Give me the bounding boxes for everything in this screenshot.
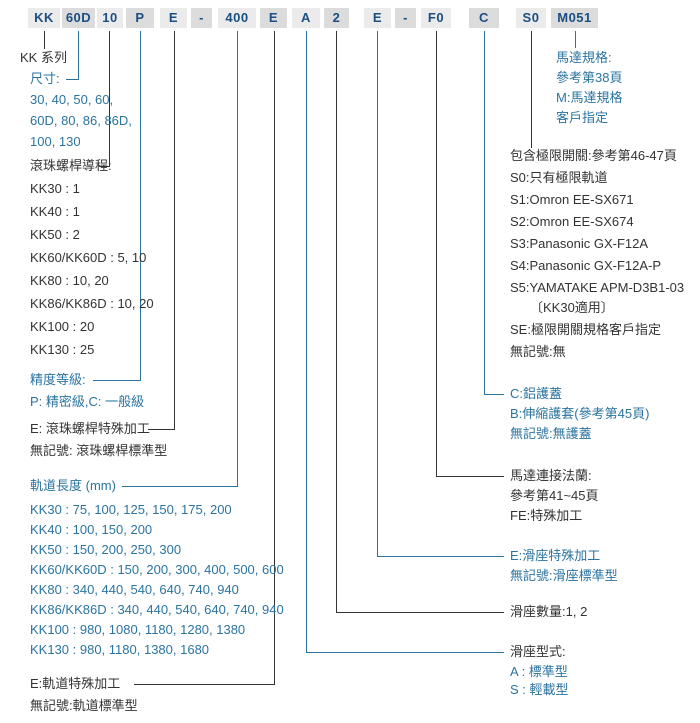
label-motor-spec-row: 客戶指定 [556, 110, 609, 125]
label-limit-switch-row: S1:Omron EE-SX671 [510, 192, 634, 207]
label-ballscrew-special: E: 滾珠螺桿特殊加工 [30, 421, 150, 436]
label-lead-row: KK40 : 1 [30, 204, 80, 219]
label-limit-switch-row: S4:Panasonic GX-F12A-P [510, 258, 662, 273]
code-box-track-special: E [260, 8, 287, 28]
connector-flange-v [436, 31, 437, 476]
label-slider-special-row: 無記號:滑座標準型 [510, 568, 618, 583]
label-size-row: 60D, 80, 86, 86D, [30, 113, 132, 128]
label-lead-row: KK86/KK86D : 10, 20 [30, 296, 154, 311]
label-track-length-row: KK100 : 980, 1080, 1180, 1280, 1380 [30, 622, 246, 637]
connector-ballscrew-special-h [148, 429, 175, 430]
label-flange-title: 馬達連接法蘭: [510, 468, 592, 483]
label-limit-switch-row: S2:Omron EE-SX674 [510, 214, 634, 229]
connector-flange-h [436, 476, 504, 477]
label-lead-row: KK80 : 10, 20 [30, 273, 109, 288]
code-box-kk: KK [28, 8, 60, 28]
label-lead-row: KK130 : 25 [30, 342, 95, 357]
connector-limit-switch [531, 31, 532, 148]
label-limit-switch-row: S5:YAMATAKE APM-D3B1-03 [510, 280, 685, 295]
code-box-slider-special: E [364, 8, 391, 28]
label-flange-row: 參考第41~45頁 [510, 488, 599, 503]
label-track-length-row: KK130 : 980, 1180, 1380, 1680 [30, 642, 210, 657]
connector-track-length-h [122, 486, 238, 487]
connector-cover-h [484, 394, 504, 395]
label-size-row: 30, 40, 50, 60, [30, 92, 114, 107]
label-flange-row: FE:特殊加工 [510, 508, 583, 523]
label-slider-qty: 滑座數量:1, 2 [510, 604, 588, 619]
code-box-ballscrew-special: E [160, 8, 187, 28]
connector-size-v [78, 31, 79, 79]
label-precision-row: P: 精密級,C: 一般級 [30, 394, 145, 409]
code-box-cover: C [469, 8, 499, 28]
connector-slider-qty-h [336, 612, 504, 613]
label-limit-switch-row: S3:Panasonic GX-F12A [510, 236, 649, 251]
label-motor-spec-row: 參考第38頁 [556, 70, 623, 85]
code-box-motor: M051 [551, 8, 598, 28]
label-cover-row: B:伸縮護套(參考第45頁) [510, 406, 650, 421]
connector-motor-spec [575, 31, 576, 48]
label-track-length-title: 軌道長度 (mm) [30, 478, 116, 493]
label-cover-row: 無記號:無護蓋 [510, 426, 592, 441]
code-box-slider-qty: 2 [324, 8, 349, 28]
connector-slider-qty-v [336, 31, 337, 612]
label-motor-spec-row: M:馬達規格 [556, 90, 623, 105]
connector-precision-h [93, 380, 141, 381]
code-box-slider-type: A [292, 8, 320, 28]
connector-precision-v [140, 31, 141, 380]
label-slider-type-row: A : 標準型 [510, 664, 568, 679]
connector-track-special-h [134, 684, 275, 685]
label-kk-series: KK 系列 [20, 50, 67, 65]
label-track-length-row: KK86/KK86D : 340, 440, 540, 640, 740, 94… [30, 602, 284, 617]
label-limit-switch-row: SE:極限開關規格客戶指定 [510, 322, 661, 337]
label-track-standard: 無記號:軌道標準型 [30, 698, 138, 713]
code-box-limit-switch: S0 [516, 8, 546, 28]
connector-size-h [66, 79, 79, 80]
label-lead-row: KK50 : 2 [30, 227, 80, 242]
label-lead-title: 滾珠螺桿導程: [30, 158, 112, 173]
code-box-track-length: 400 [218, 8, 256, 28]
connector-slider-type-v [306, 31, 307, 652]
connector-lead-h [99, 166, 110, 167]
label-motor-spec-title: 馬達規格: [556, 50, 612, 65]
label-track-length-row: KK60/KK60D : 150, 200, 300, 400, 500, 60… [30, 562, 284, 577]
code-box-precision: P [126, 8, 154, 28]
label-slider-type-title: 滑座型式: [510, 644, 566, 659]
label-lead-row: KK60/KK60D : 5, 10 [30, 250, 147, 265]
label-track-length-row: KK80 : 340, 440, 540, 640, 740, 940 [30, 582, 239, 597]
label-size-row: 100, 130 [30, 134, 81, 149]
code-box-size: 60D [62, 8, 95, 28]
connector-slider-special-v [377, 31, 378, 556]
label-slider-special-row: E:滑座特殊加工 [510, 548, 601, 563]
label-limit-switch-row: 無記號:無 [510, 344, 566, 359]
connector-cover-v [484, 31, 485, 394]
connector-kk [44, 31, 45, 49]
connector-track-special-v [274, 31, 275, 684]
connector-slider-type-h [306, 652, 504, 653]
code-box-dash-2: - [395, 8, 416, 28]
label-track-length-row: KK50 : 150, 200, 250, 300 [30, 542, 182, 557]
label-track-length-row: KK40 : 100, 150, 200 [30, 522, 153, 537]
label-ballscrew-standard: 無記號: 滾珠螺桿標準型 [30, 443, 168, 458]
label-precision-title: 精度等級: [30, 372, 86, 387]
connector-ballscrew-special-v [174, 31, 175, 429]
label-limit-switch-row: S0:只有極限軌道 [510, 170, 608, 185]
code-box-dash-1: - [191, 8, 212, 28]
connector-slider-special-h [377, 556, 504, 557]
connector-track-length-v [237, 31, 238, 486]
label-track-length-row: KK30 : 75, 100, 125, 150, 175, 200 [30, 502, 232, 517]
label-lead-row: KK30 : 1 [30, 181, 80, 196]
label-size-title: 尺寸: [30, 71, 60, 86]
label-lead-row: KK100 : 20 [30, 319, 95, 334]
code-box-flange: F0 [421, 8, 451, 28]
code-box-lead: 10 [97, 8, 123, 28]
label-limit-switch-title: 包含極限開關:參考第46-47頁 [510, 148, 677, 163]
label-track-special: E:軌道特殊加工 [30, 676, 121, 691]
connector-lead-v [109, 31, 110, 166]
label-slider-type-row: S : 輕載型 [510, 682, 569, 697]
label-cover-row: C:鋁護蓋 [510, 386, 563, 401]
label-limit-switch-row-indent: 〔KK30適用〕 [530, 300, 614, 315]
